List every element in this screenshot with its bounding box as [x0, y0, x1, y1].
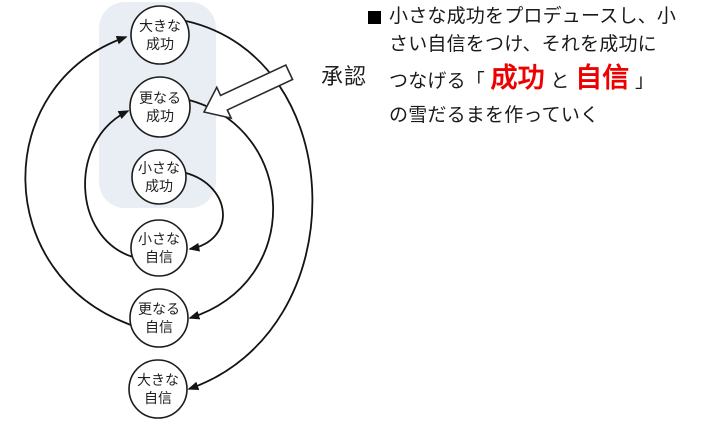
- note-emphasis-confidence: 自信: [575, 63, 630, 93]
- node-circle-big-confidence: [128, 359, 188, 419]
- node-circle-further-success: [129, 76, 191, 138]
- arrow-big-success-to-big-confidence: [185, 20, 314, 391]
- note-block: 小さな成功をプロデュースし、小 さい自信をつけ、それを成功に つなげる「 成功 …: [368, 3, 706, 131]
- node-label-small-success: 小さな 成功: [138, 160, 180, 194]
- node-label-big-success: 大きな 成功: [139, 18, 181, 52]
- note-text: 小さな成功をプロデュースし、小 さい自信をつけ、それを成功に つなげる「 成功 …: [389, 3, 706, 131]
- node-circle-small-success: [131, 149, 187, 205]
- success-confidence-spiral-diagram: [24, 2, 314, 419]
- node-label-further-success: 更なる 成功: [139, 90, 181, 124]
- note-line-4: の雪だるまを作っていく: [389, 105, 600, 126]
- note-line-3: つなげる「 成功 と 自信 」: [389, 59, 706, 101]
- arrow-further-success-to-further-confidence: [188, 99, 275, 320]
- note-line-2: さい自信をつけ、それを成功に: [389, 34, 657, 55]
- node-label-further-confidence: 更なる 自信: [138, 301, 180, 335]
- approval-label: 承認: [321, 64, 368, 89]
- node-label-small-confidence: 小さな 自信: [138, 231, 180, 265]
- note-line-3-middle: と: [544, 71, 576, 92]
- node-circle-further-confidence: [129, 288, 189, 348]
- arrow-small-confidence-to-further-success: [84, 110, 134, 258]
- bullet-square-icon: [368, 11, 381, 24]
- arrow-further-confidence-to-big-success: [24, 35, 132, 326]
- node-circle-small-confidence: [130, 219, 188, 277]
- note-line-1: 小さな成功をプロデュースし、小: [389, 6, 677, 27]
- note-line-3-suffix: 」: [629, 71, 655, 92]
- approval-block-arrow-icon: [202, 63, 294, 120]
- note-emphasis-success: 成功: [490, 63, 545, 93]
- note-line-3-prefix: つなげる「: [389, 71, 491, 92]
- node-circle-big-success: [130, 5, 190, 65]
- node-label-big-confidence: 大きな 自信: [137, 372, 179, 406]
- arrow-small-success-to-small-confidence: [185, 172, 224, 252]
